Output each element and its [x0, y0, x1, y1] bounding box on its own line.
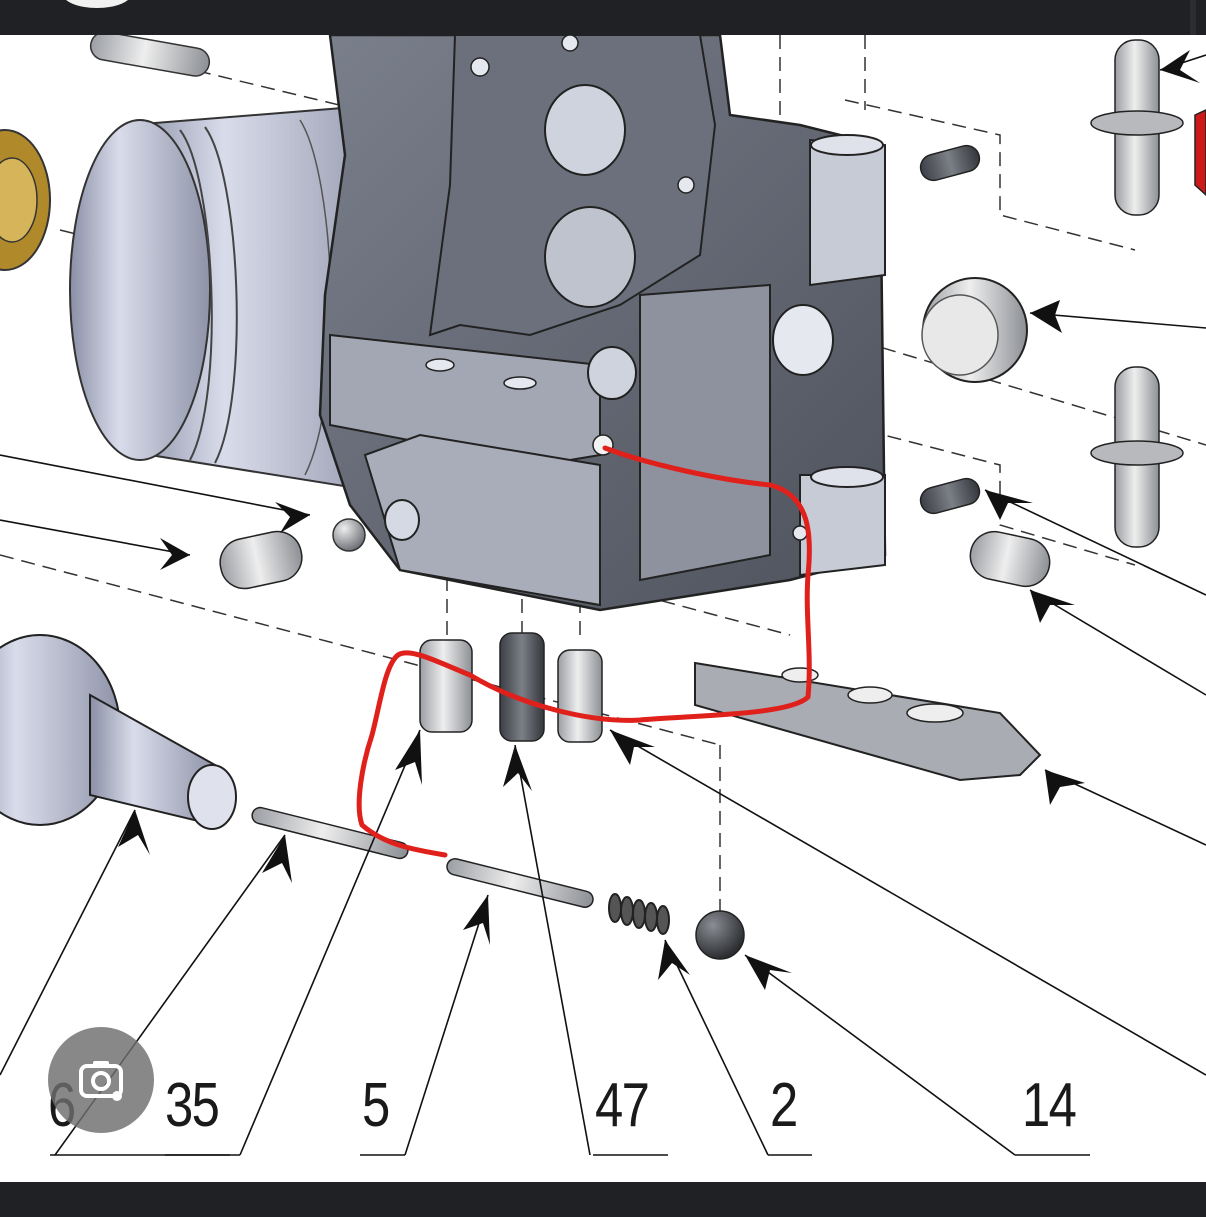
diagram-canvas: 6 35 5 47 2 14: [0, 35, 1206, 1182]
leader-lines: [0, 54, 1206, 1156]
lens-search-button[interactable]: [48, 1027, 154, 1133]
google-lens-camera-icon: [79, 1061, 123, 1101]
part-label-14: 14: [1022, 1071, 1077, 1140]
part-label-35: 35: [165, 1071, 220, 1140]
right-side-parts: [919, 39, 1206, 588]
top-bar: [0, 0, 1206, 35]
valve-body: [318, 35, 887, 612]
brass-fitting: [0, 129, 51, 271]
clamp-bar: [694, 661, 1042, 782]
spring: [608, 893, 670, 935]
pin-top-left: [89, 35, 211, 77]
scroll-edge: [1190, 0, 1196, 35]
bottom-bar: [0, 1182, 1206, 1217]
highlight-path: [356, 445, 812, 858]
shaft-parts: [0, 634, 745, 960]
lower-pins: [419, 632, 603, 743]
left-small-parts: [219, 518, 366, 590]
arrowheads: [118, 50, 1200, 990]
part-label-47: 47: [595, 1071, 650, 1140]
part-label-2: 2: [770, 1071, 798, 1140]
part-label-5: 5: [362, 1071, 390, 1140]
avatar[interactable]: [62, 0, 132, 8]
assembly-drawing: [0, 35, 1206, 1156]
